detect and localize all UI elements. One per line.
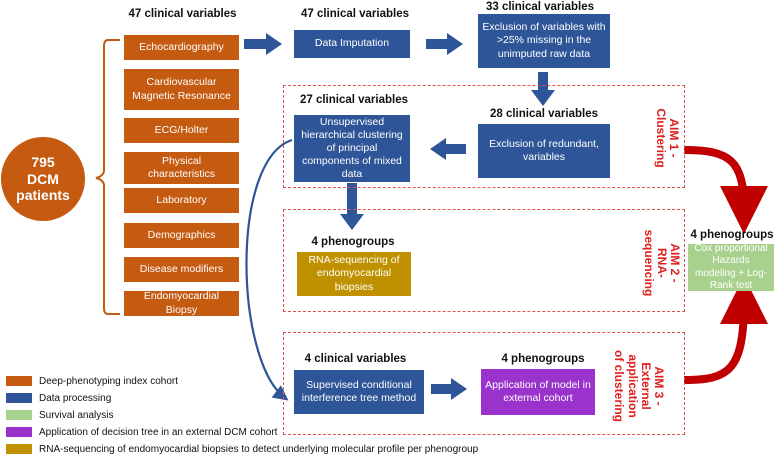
step-exclusion-redundant: Exclusion of redundant, variables — [478, 124, 610, 178]
variable-ecg-holter: ECG/Holter — [124, 118, 239, 143]
legend-label: Data processing — [39, 392, 112, 404]
variables-brace — [95, 39, 120, 315]
legend-label: Application of decision tree in an exter… — [39, 426, 278, 438]
aim2-label: AIM 2 - RNA- sequencing — [641, 229, 682, 297]
variable-demographics: Demographics — [124, 223, 239, 248]
patients-count: 795 — [31, 153, 55, 170]
step-rnaseq: RNA-sequencing of endomyocardial biopsie… — [297, 252, 411, 296]
aim2-region — [283, 209, 685, 312]
legend-item-survival: Survival analysis — [6, 409, 113, 421]
arrow-imputation-to-exclusion — [426, 33, 463, 55]
arrow-clustering-down — [340, 183, 364, 230]
legend-swatch — [6, 393, 32, 403]
patients-label: patients — [16, 187, 70, 204]
arrow-echo-to-imputation — [244, 33, 282, 55]
aim1-label: AIM 1 - Clustering — [653, 108, 681, 168]
header-col1: 47 clinical variables — [128, 8, 237, 20]
header-aim3a: 4 clinical variables — [304, 353, 407, 365]
patients-circle: 795 DCM patients — [1, 137, 85, 221]
header-right: 4 phenogroups — [690, 229, 774, 241]
step-ctree: Supervised conditional interference tree… — [294, 370, 424, 414]
arrow-redundant-left — [430, 138, 466, 160]
variable-endomyocardial-biopsy: Endomyocardial Biopsy — [124, 290, 239, 316]
aim1-region — [283, 85, 685, 188]
header-col2: 47 clinical variables — [300, 8, 410, 20]
aim3-label: AIM 3 - External application of clusteri… — [612, 349, 666, 422]
legend-label: Survival analysis — [39, 409, 114, 421]
arrow-clustering-to-ctree — [245, 138, 293, 401]
legend-swatch — [6, 427, 32, 437]
variable-cmr: Cardiovascular Magnetic Resonance — [124, 69, 239, 110]
legend-item-decision-tree: Application of decision tree in an exter… — [6, 426, 277, 438]
variable-disease-modifiers: Disease modifiers — [124, 257, 239, 282]
header-col3: 33 clinical variables — [485, 1, 595, 13]
step-survival: Cox proportional Hazards modeling + Log-… — [688, 243, 774, 291]
patients-type: DCM — [27, 170, 59, 187]
legend-swatch — [6, 410, 32, 420]
legend-label: Deep-phenotyping index cohort — [39, 375, 178, 387]
variable-echocardiography: Echocardiography — [124, 35, 239, 60]
step-external-application: Application of model in external cohort — [481, 369, 595, 415]
aim3-region — [283, 332, 685, 435]
legend-item-cohort: Deep-phenotyping index cohort — [6, 375, 178, 387]
legend-swatch — [6, 444, 32, 454]
header-mid2: 28 clinical variables — [489, 108, 599, 120]
step-data-imputation: Data Imputation — [294, 30, 410, 58]
header-aim2: 4 phenogroups — [311, 236, 395, 248]
variable-laboratory: Laboratory — [124, 188, 239, 213]
arrow-aim3-to-survival — [683, 276, 768, 384]
legend-swatch — [6, 376, 32, 386]
step-clustering: Unsupervised hierarchical clustering of … — [294, 115, 410, 182]
legend-item-rnaseq: RNA-sequencing of endomyocardial biopsie… — [6, 443, 478, 455]
header-aim3b: 4 phenogroups — [501, 353, 585, 365]
variable-physical: Physical characteristics — [124, 152, 239, 184]
legend-item-processing: Data processing — [6, 392, 111, 404]
arrow-aim1-to-survival — [683, 146, 768, 234]
legend-label: RNA-sequencing of endomyocardial biopsie… — [39, 443, 479, 455]
header-mid1: 27 clinical variables — [299, 94, 409, 106]
arrow-ctree-to-external — [431, 378, 467, 400]
arrow-exclusion-down — [531, 72, 555, 106]
step-exclusion-missing: Exclusion of variables with >25% missing… — [478, 14, 610, 68]
